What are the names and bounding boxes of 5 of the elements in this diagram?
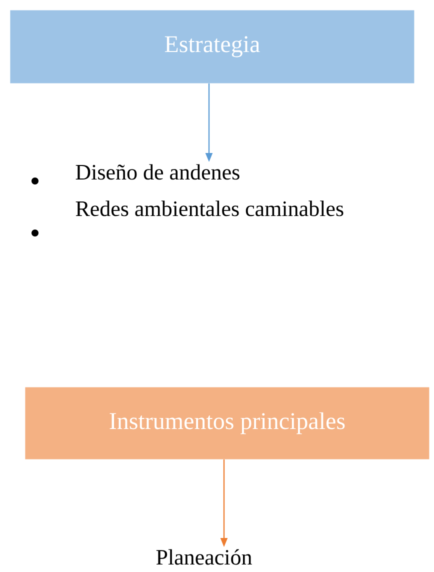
- title-box: Estrategia: [10, 10, 414, 84]
- label-text: Planeación: [156, 549, 252, 565]
- list-item: Diseño de andenes: [76, 164, 240, 180]
- title-box: Instrumentos principales: [25, 387, 430, 460]
- list-item: Redes ambientales caminables: [76, 200, 344, 216]
